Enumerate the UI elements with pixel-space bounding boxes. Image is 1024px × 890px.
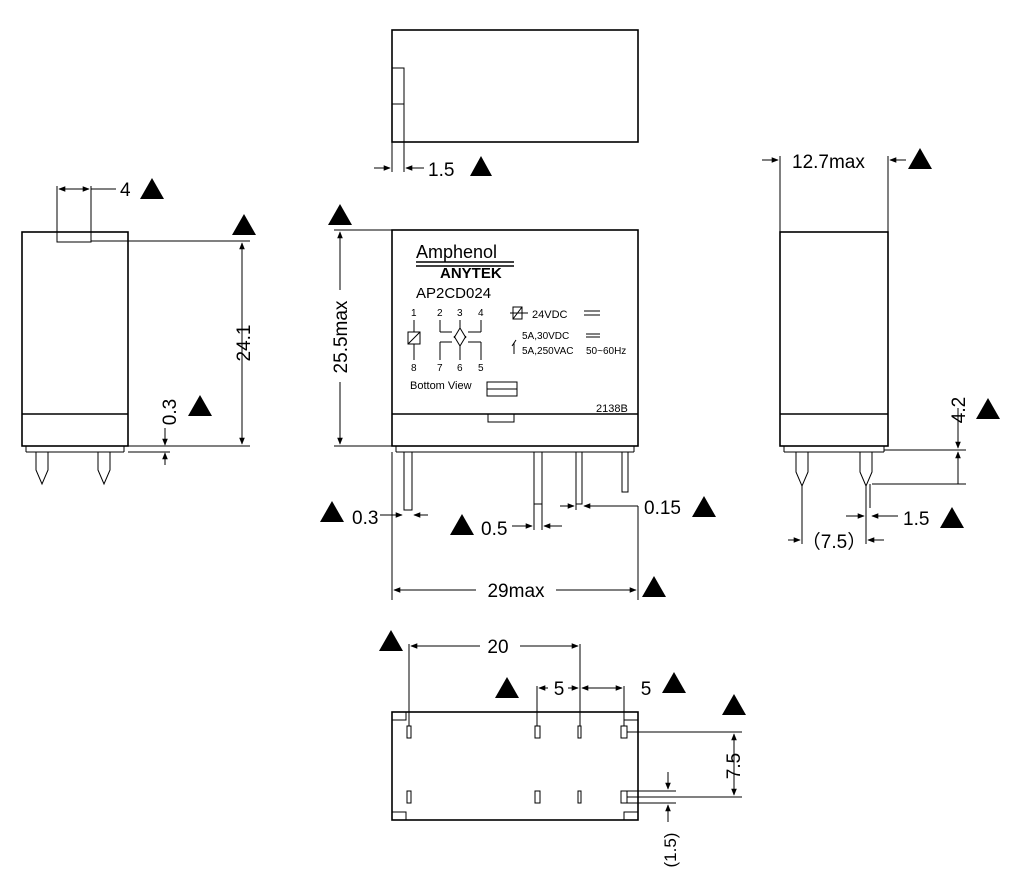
pin-label: 6	[457, 363, 463, 374]
contact-ac: 5A,250VAC	[522, 346, 574, 357]
front-dim-pin-left: 0.3	[352, 508, 378, 529]
left-pin	[97, 452, 111, 486]
top-dim-width: 1.5	[428, 160, 454, 181]
bottom-view: 20 5 5 7.5 (1.5)	[379, 630, 746, 867]
pin-hole	[406, 790, 412, 804]
coil-rating: 24VDC	[532, 309, 568, 321]
pin-label: 7	[437, 363, 443, 374]
triangle-icon	[188, 395, 212, 416]
bottom-view-body	[391, 711, 639, 821]
triangle-icon	[692, 496, 716, 517]
model-number: AP2CD024	[416, 285, 491, 302]
date-code: 2138B	[596, 403, 628, 415]
pin-schematic: 1 2 3 4 8 7 6 5	[407, 308, 484, 374]
triangle-icon	[495, 677, 519, 698]
front-pin	[621, 451, 629, 493]
right-pin	[795, 452, 809, 488]
left-view-body	[21, 231, 129, 447]
triangle-icon	[450, 514, 474, 535]
triangle-icon	[140, 178, 164, 199]
triangle-icon	[232, 214, 256, 235]
left-dim-step: 0.3	[160, 399, 181, 425]
right-side-view: 12.7max 4.2 1.5 （7.5）	[762, 148, 1000, 553]
right-dim-pin-pitch: （7.5）	[802, 531, 866, 553]
right-dim-pin-w: 1.5	[903, 509, 929, 530]
pin-label: 3	[457, 308, 463, 319]
left-side-view: 4 24.1 0.3	[21, 178, 256, 486]
bottom-dim-row: 7.5	[724, 753, 745, 779]
pin-hole	[577, 790, 582, 804]
front-dim-pin-mid: 0.5	[481, 519, 507, 540]
front-dim-height: 25.5max	[331, 300, 352, 373]
right-dim-depth: 12.7max	[792, 152, 865, 173]
triangle-icon	[662, 672, 686, 693]
triangle-icon	[722, 694, 746, 715]
contact-freq: 50~60Hz	[586, 346, 626, 357]
front-pin	[403, 451, 413, 511]
right-pin	[859, 452, 873, 488]
right-dim-pin-len: 4.2	[949, 397, 970, 423]
triangle-icon	[320, 501, 344, 522]
pin-label: 8	[411, 363, 417, 374]
front-dim-width: 29max	[487, 581, 545, 602]
triangle-icon	[470, 156, 492, 176]
sub-brand: ANYTEK	[440, 265, 502, 282]
view-label: Bottom View	[410, 380, 472, 392]
pin-label: 2	[437, 308, 443, 319]
pin-label: 1	[411, 308, 417, 319]
triangle-icon	[976, 398, 1000, 419]
bottom-dim-pitch-b: 5	[641, 679, 652, 700]
top-view: 1.5	[374, 29, 639, 181]
front-pin	[533, 451, 543, 505]
pin-label: 5	[478, 363, 484, 374]
pin-hole	[534, 790, 541, 804]
triangle-icon	[328, 204, 352, 225]
bottom-dim-span: 20	[487, 637, 508, 658]
switch-icon	[511, 339, 517, 354]
contact-dc: 5A,30VDC	[522, 331, 569, 342]
bottom-dim-offset: (1.5)	[661, 833, 680, 868]
top-view-notch	[391, 67, 405, 105]
coil-icon	[512, 306, 523, 320]
triangle-icon	[379, 630, 403, 651]
pin-label: 4	[478, 308, 484, 319]
right-view-body	[779, 231, 889, 447]
front-dim-pin-right: 0.15	[644, 498, 681, 519]
triangle-icon	[642, 576, 666, 597]
left-dim-height: 24.1	[234, 325, 255, 362]
left-dim-top: 4	[120, 180, 131, 201]
triangle-icon	[908, 148, 932, 169]
brand-name: Amphenol	[416, 242, 497, 262]
front-pin	[575, 451, 583, 505]
left-view-notch	[56, 231, 92, 243]
top-view-body	[391, 29, 639, 143]
front-view: Amphenol ANYTEK AP2CD024 24VDC 5A,30VDC …	[320, 204, 716, 602]
bottom-dim-pitch-a: 5	[554, 679, 565, 700]
left-pin	[35, 452, 49, 486]
triangle-icon	[940, 507, 964, 528]
